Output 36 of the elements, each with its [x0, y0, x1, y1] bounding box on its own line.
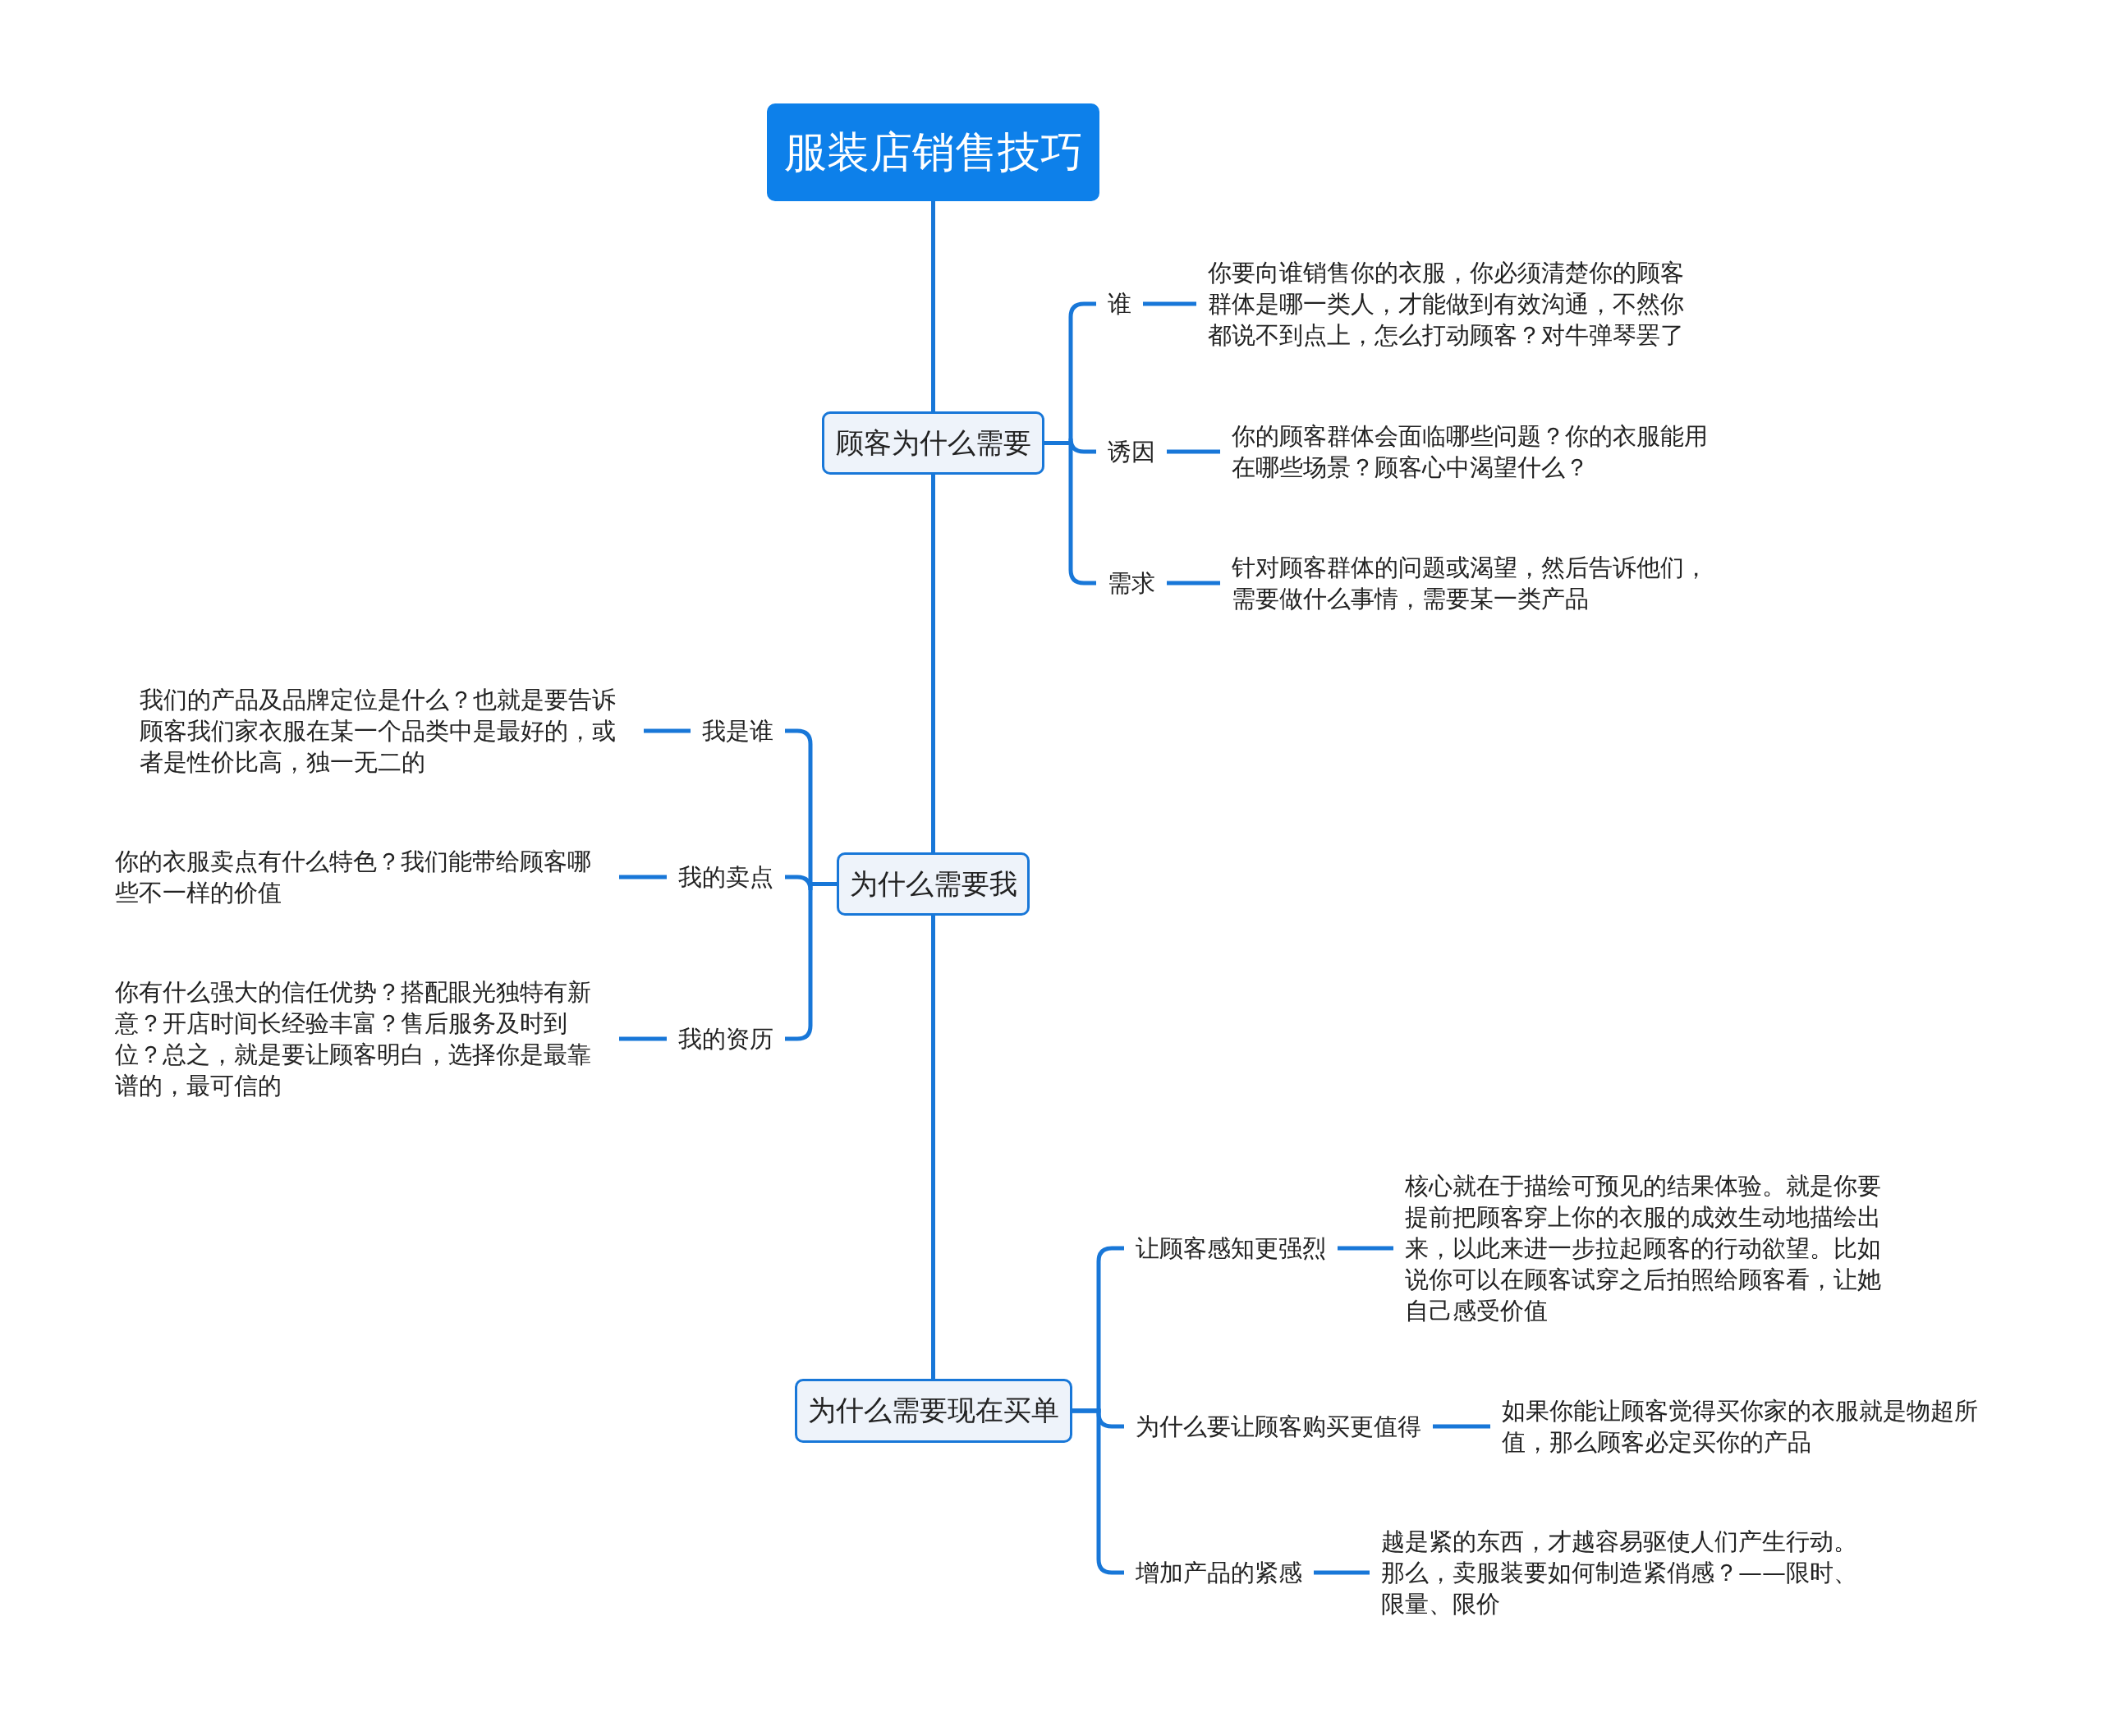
description-text: 如果你能让顾客觉得买你家的衣服就是物超所值，那么顾客必定买你的产品	[1502, 1395, 1994, 1458]
topic-label: 我是谁	[702, 715, 773, 746]
topic-label: 需求	[1108, 567, 1155, 599]
description-text: 你的顾客群体会面临哪些问题？你的衣服能用在哪些场景？顾客心中渴望什么？	[1232, 420, 1724, 483]
description-text: 越是紧的东西，才越容易驱使人们产生行动。那么，卖服装要如何制造紧俏感？——限时、限量、限价	[1381, 1526, 1874, 1619]
description-text: 核心就在于描绘可预见的结果体验。就是你要提前把顾客穿上你的衣服的成效生动地描绘出来，以此来进一步拉起顾客的行动欲望。比如说你可以在顾客试穿之后拍照给顾客看，让她自己感受价值	[1405, 1170, 1898, 1326]
connector-line	[931, 916, 935, 1379]
topic-label: 增加产品的紧感	[1136, 1557, 1302, 1588]
connector-line	[1167, 581, 1220, 586]
description-text: 你的衣服卖点有什么特色？我们能带给顾客哪些不一样的价值	[115, 846, 608, 908]
connector-line	[931, 475, 935, 852]
description-text: 你有什么强大的信任优势？搭配眼光独特有新意？开店时间长经验丰富？售后服务及时到位？总之，就是要让顾客明白，选择你是最靠谱的，最可信的	[115, 976, 608, 1101]
connector-line	[1167, 449, 1220, 454]
topic-label: 我的资历	[678, 1023, 773, 1054]
topic-box: 为什么需要我	[837, 852, 1030, 916]
connector-line	[619, 1036, 667, 1041]
connector-line	[619, 875, 667, 879]
connector-line	[931, 201, 935, 411]
topic-label: 诱因	[1108, 436, 1155, 467]
root-topic-box: 服装店销售技巧	[767, 103, 1099, 201]
topic-box: 为什么需要现在买单	[795, 1379, 1072, 1443]
topic-label: 为什么要让顾客购买更值得	[1136, 1411, 1421, 1442]
connector-line	[1044, 441, 1096, 586]
connector-line	[1338, 1246, 1393, 1251]
connector-line	[1314, 1570, 1370, 1575]
topic-box: 顾客为什么需要	[822, 411, 1044, 475]
description-text: 针对顾客群体的问题或渴望，然后告诉他们，需要做什么事情，需要某一类产品	[1232, 552, 1724, 614]
topic-label: 我的卖点	[678, 861, 773, 893]
connector-line	[1433, 1424, 1490, 1429]
topic-label: 让顾客感知更强烈	[1136, 1233, 1326, 1264]
description-text: 你要向谁销售你的衣服，你必须清楚你的顾客群体是哪一类人，才能做到有效沟通，不然你都说不到点上，怎么打动顾客？对牛弹琴罢了	[1208, 257, 1700, 351]
connector-line	[785, 882, 837, 1041]
connector-line	[644, 728, 691, 733]
topic-label: 谁	[1108, 288, 1131, 319]
description-text: 我们的产品及品牌定位是什么？也就是要告诉顾客我们家衣服在某一个品类中是最好的，或者是性价比高，独一无二的	[140, 684, 632, 778]
connector-line	[1143, 301, 1196, 306]
